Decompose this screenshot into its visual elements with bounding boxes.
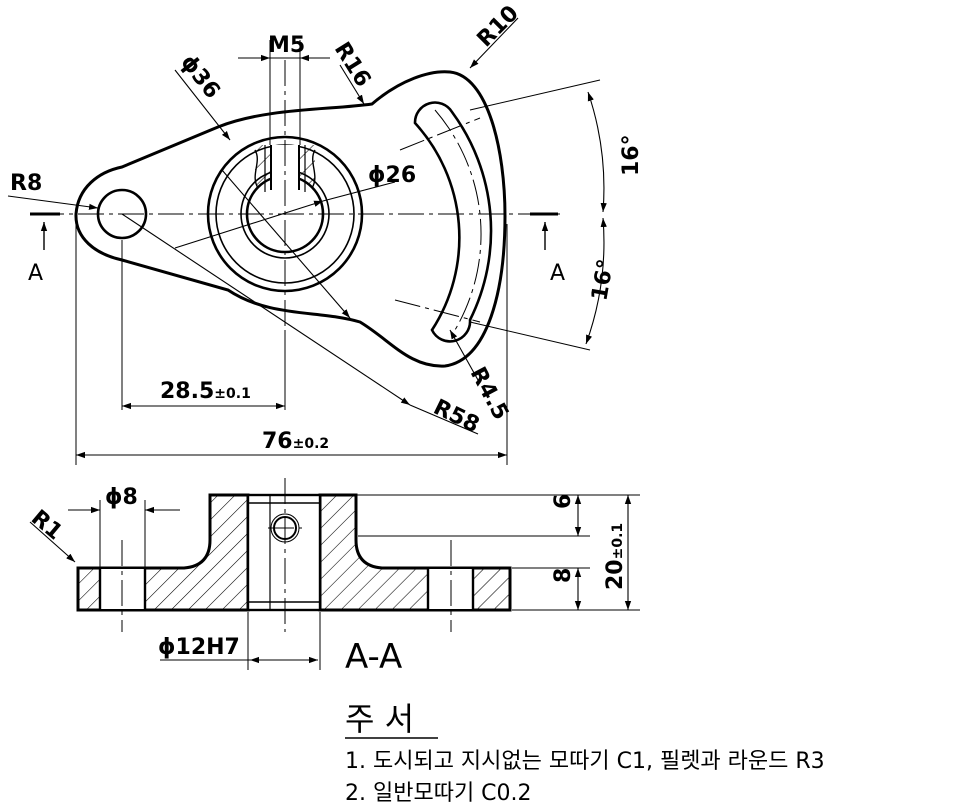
cut-label-right: A <box>550 261 565 286</box>
note-line-2: 2. 일반모따기 C0.2 <box>345 781 532 806</box>
dim-angle-bottom: 16° <box>587 257 619 302</box>
notes-block: 주 서 1. 도시되고 지시없는 모따기 C1, 필렛과 라운드 R3 2. 일… <box>345 700 825 806</box>
dim-phi36: ϕ36 <box>175 50 224 103</box>
dim-r58: R58 <box>429 395 483 438</box>
dim-angle-top: 16° <box>619 134 644 176</box>
dim-r16: R16 <box>329 38 375 92</box>
dim-28-5: 28.5±0.1 <box>160 379 251 404</box>
dim-phi26: ϕ26 <box>368 163 416 188</box>
dim-r10: R10 <box>473 1 524 52</box>
arc-slot <box>413 101 493 343</box>
dim-phi12h7: ϕ12H7 <box>158 635 240 660</box>
section-view-title: A-A <box>345 637 402 677</box>
cutting-plane-left: A <box>28 212 60 286</box>
dim-20: 20±0.1 <box>603 523 628 590</box>
dim-m5: M5 <box>268 33 305 58</box>
dim-r8: R8 <box>10 171 42 196</box>
dim-76: 76±0.2 <box>262 429 329 454</box>
section-bore <box>246 493 322 612</box>
dim-phi8: ϕ8 <box>105 485 138 510</box>
notes-heading: 주 서 <box>345 700 414 738</box>
cut-label-left: A <box>28 261 43 286</box>
cutting-plane-right: A <box>530 212 565 286</box>
section-body-right <box>318 493 512 612</box>
angle-arc-bottom <box>585 217 607 345</box>
dim-r1: R1 <box>26 505 67 545</box>
top-view: A A <box>7 1 644 465</box>
section-view: R1 ϕ8 6 8 20±0.1 ϕ12H7 A-A <box>26 478 640 677</box>
slot-upper-axis <box>399 117 481 151</box>
slot-lower-axis <box>394 299 481 323</box>
tapped-hole-section <box>254 145 316 193</box>
angle-arc-top <box>587 91 607 213</box>
slot-centerline-arc <box>434 109 482 331</box>
note-line-1: 1. 도시되고 지시없는 모따기 C1, 필렛과 라운드 R3 <box>345 749 825 774</box>
dim-8: 8 <box>551 568 576 583</box>
dim-6: 6 <box>551 494 576 509</box>
part-outline <box>74 70 507 368</box>
